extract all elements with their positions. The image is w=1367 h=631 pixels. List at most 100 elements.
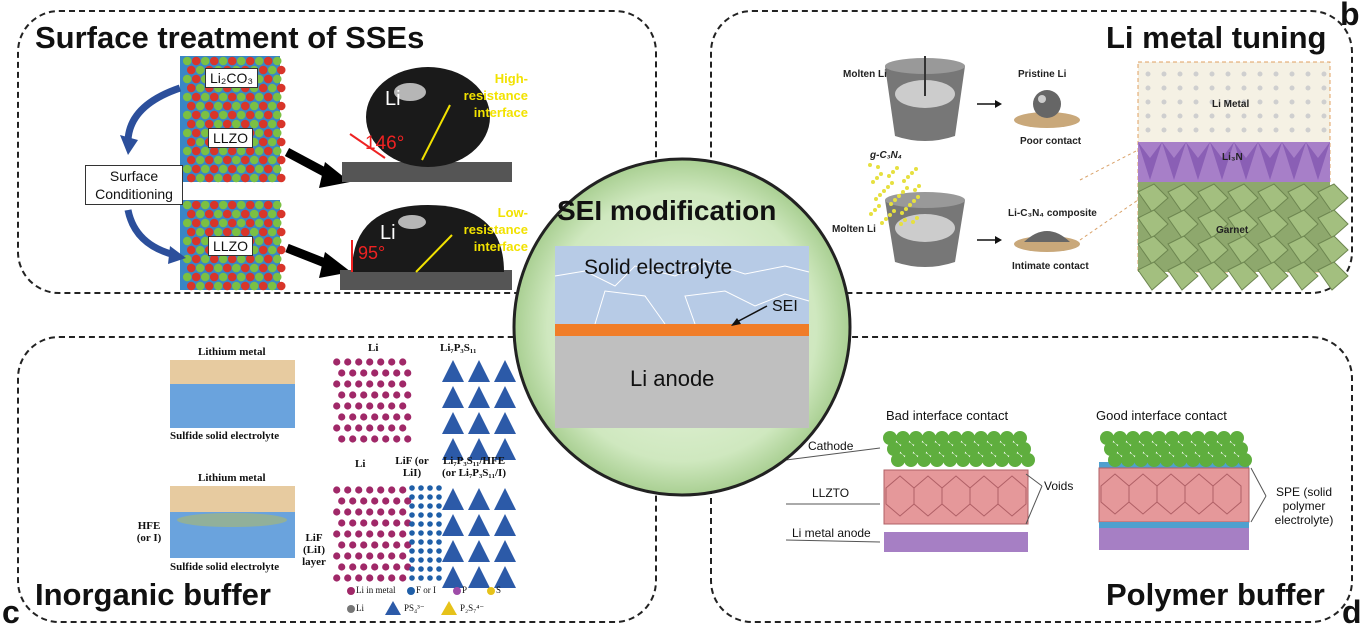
garnet-polyhedron [1287,183,1319,213]
li-atom [371,435,379,443]
composite-label: Li-C₃N₄ composite [1008,208,1097,219]
li-atom [344,402,352,410]
llzo-particle [276,281,286,291]
li-atom [377,574,385,582]
li-atom [1161,71,1167,77]
li-atom [344,574,352,582]
f-or-i-atom [436,575,442,581]
cathode-particle [961,431,975,445]
llzo-particle [272,200,282,210]
ps4-polyhedron [442,386,464,408]
li-atom [355,530,363,538]
li-atom [388,358,396,366]
li-atom [382,435,390,443]
cathode-particle [1100,431,1114,445]
crucible-bottom [885,192,965,267]
li-atom [360,497,368,505]
g-c3n4-particle [871,180,875,184]
llzo-particle [213,263,223,273]
llzo-particle [267,101,277,111]
cathode-particle [939,442,953,456]
high-resistance-label: High-resistance interface [463,71,528,120]
ps4-polyhedron [494,360,516,382]
li-atom [333,358,341,366]
llzo-crystal-top [180,56,286,183]
structure-legend [347,587,495,615]
f-or-i-atom [427,485,433,491]
cathode-particle [1217,431,1231,445]
g-c3n4-particle [903,218,907,222]
llzo-particle [258,245,268,255]
llzo-particle [263,164,273,174]
li-atom [344,380,352,388]
llzo-particle [186,281,196,291]
li-atom [1177,127,1183,133]
llzo-particle [245,110,255,120]
g-c3n4-particle [900,211,904,215]
llzo-particle [236,92,246,102]
li3n-polyhedron [1162,142,1186,180]
llzo-particle [222,173,232,183]
llzto-grain [997,475,1027,517]
legend-s: S [496,585,502,595]
cathode-label: Cathode [808,439,854,453]
llzo-particle [195,83,205,93]
g-c3n4-particle [910,171,914,175]
good-contact-title: Good interface contact [1096,408,1227,423]
g-c3n4-particle [895,166,899,170]
llzo-particle [195,155,205,165]
legend-li: Li [356,603,364,613]
llzo-label-bottom: LLZO [208,236,254,256]
cathode-particle [1173,453,1187,467]
llzo-particle [222,101,232,111]
llzo-particle [191,200,201,210]
li-atom [1241,71,1247,77]
li-atom [1321,99,1327,105]
legend-p2s7: P₂S₇⁴⁻ [460,603,485,613]
ps4-polyhedron [442,566,464,588]
garnet-polyhedron [1287,209,1319,239]
llzo-particle [267,83,277,93]
llzo-particle [276,83,286,93]
li-bottom-label: Li [380,222,396,244]
llzo-particle [186,173,196,183]
llzo-particle [218,272,228,282]
li-atom [404,435,412,443]
ps4-polyhedron [468,514,490,536]
li-atom [388,574,396,582]
li-atom [349,541,357,549]
f-or-i-atom [409,557,415,563]
lif-header: LiF (or LiI) [395,455,429,479]
f-or-i-atom [409,548,415,554]
llzo-particle [195,173,205,183]
f-or-i-atom [436,485,442,491]
llzo-particle [195,227,205,237]
garnet-polyhedron [1287,261,1319,291]
llzo-particle [258,281,268,291]
llzo-particle [209,200,219,210]
garnet-polyhedron [1257,183,1289,213]
llzo-particle [227,200,237,210]
li-atom [393,369,401,377]
ps4-polyhedron [442,488,464,510]
ps4-polyhedron [468,438,490,460]
g-c3n4-particle [902,179,906,183]
li-atom [399,552,407,560]
llzo-particle [254,200,264,210]
garnet-label: Garnet [1216,225,1249,236]
lps-header-top: Li₇P₃S₁₁ [440,342,477,354]
li-atom [1289,113,1295,119]
llzo-particle [276,227,286,237]
li-atom [1305,113,1311,119]
cathode-particle [969,453,983,467]
f-or-i-atom [418,548,424,554]
garnet-polyhedron [1257,209,1289,239]
garnet-polyhedron [1317,235,1349,265]
llzo-particle [231,227,241,237]
garnet-polyhedron [1257,235,1289,265]
g-c3n4-particle [876,165,880,169]
g-c3n4-particle [911,220,915,224]
llzo-particle [191,146,201,156]
llzo-particle [276,173,286,183]
lps-hfe-header: Li₇P₃S₁₁/HFE (or Li₇P₃S₁₁/I) [441,455,507,479]
